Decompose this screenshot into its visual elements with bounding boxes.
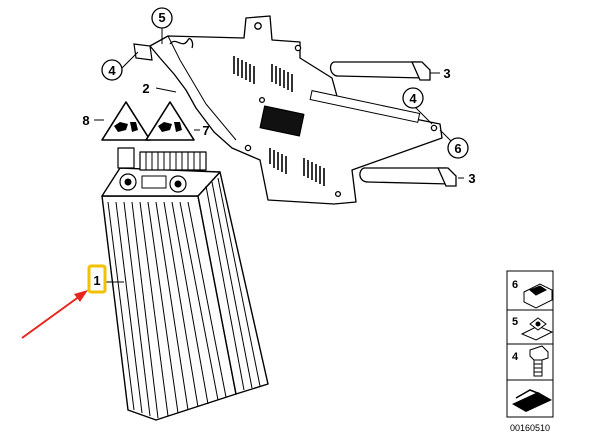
legend-label-6: 6 [512,279,518,291]
bracket-rail [309,90,421,123]
warning-label-triangle-8 [101,101,151,141]
callout-3-bottom: 3 [468,171,475,186]
callout-4-right: 4 [409,91,417,106]
reference-symbol-icon [512,389,552,412]
bracket-tab-left [133,43,153,61]
callout-3-top: 3 [443,66,450,81]
mounting-bracket [149,15,443,205]
legend-panel: 6 5 4 00160510 [506,270,554,433]
spring-nut-part [169,38,194,49]
callout-1: 1 [93,273,100,288]
bracket-vent-slots [233,56,325,186]
retaining-strap-top [329,61,431,81]
callout-6: 6 [454,141,461,156]
retaining-strap-bottom [359,167,457,187]
red-pointer-arrow [21,290,88,339]
spring-nut-icon [520,317,554,341]
callout-1-highlight [87,264,107,294]
audio-amplifier-module [101,147,269,421]
warning-label-triangle-7 [145,101,195,141]
callout-8: 8 [82,113,89,128]
callout-2: 2 [142,81,149,96]
legend-label-5: 5 [512,316,518,328]
callout-5: 5 [158,10,165,25]
clip-icon [523,283,553,309]
callout-7: 7 [202,123,209,138]
legend-label-4: 4 [512,351,519,363]
callout-circle-4-right [402,87,424,109]
callout-circle-4-left [101,59,123,81]
callout-circle-6 [447,137,469,159]
drawing-code: 00160510 [510,423,550,433]
callout-circle-5 [151,7,173,29]
leader-lines [94,28,464,283]
hex-bolt-icon [529,345,549,377]
callout-4-left: 4 [108,63,116,78]
